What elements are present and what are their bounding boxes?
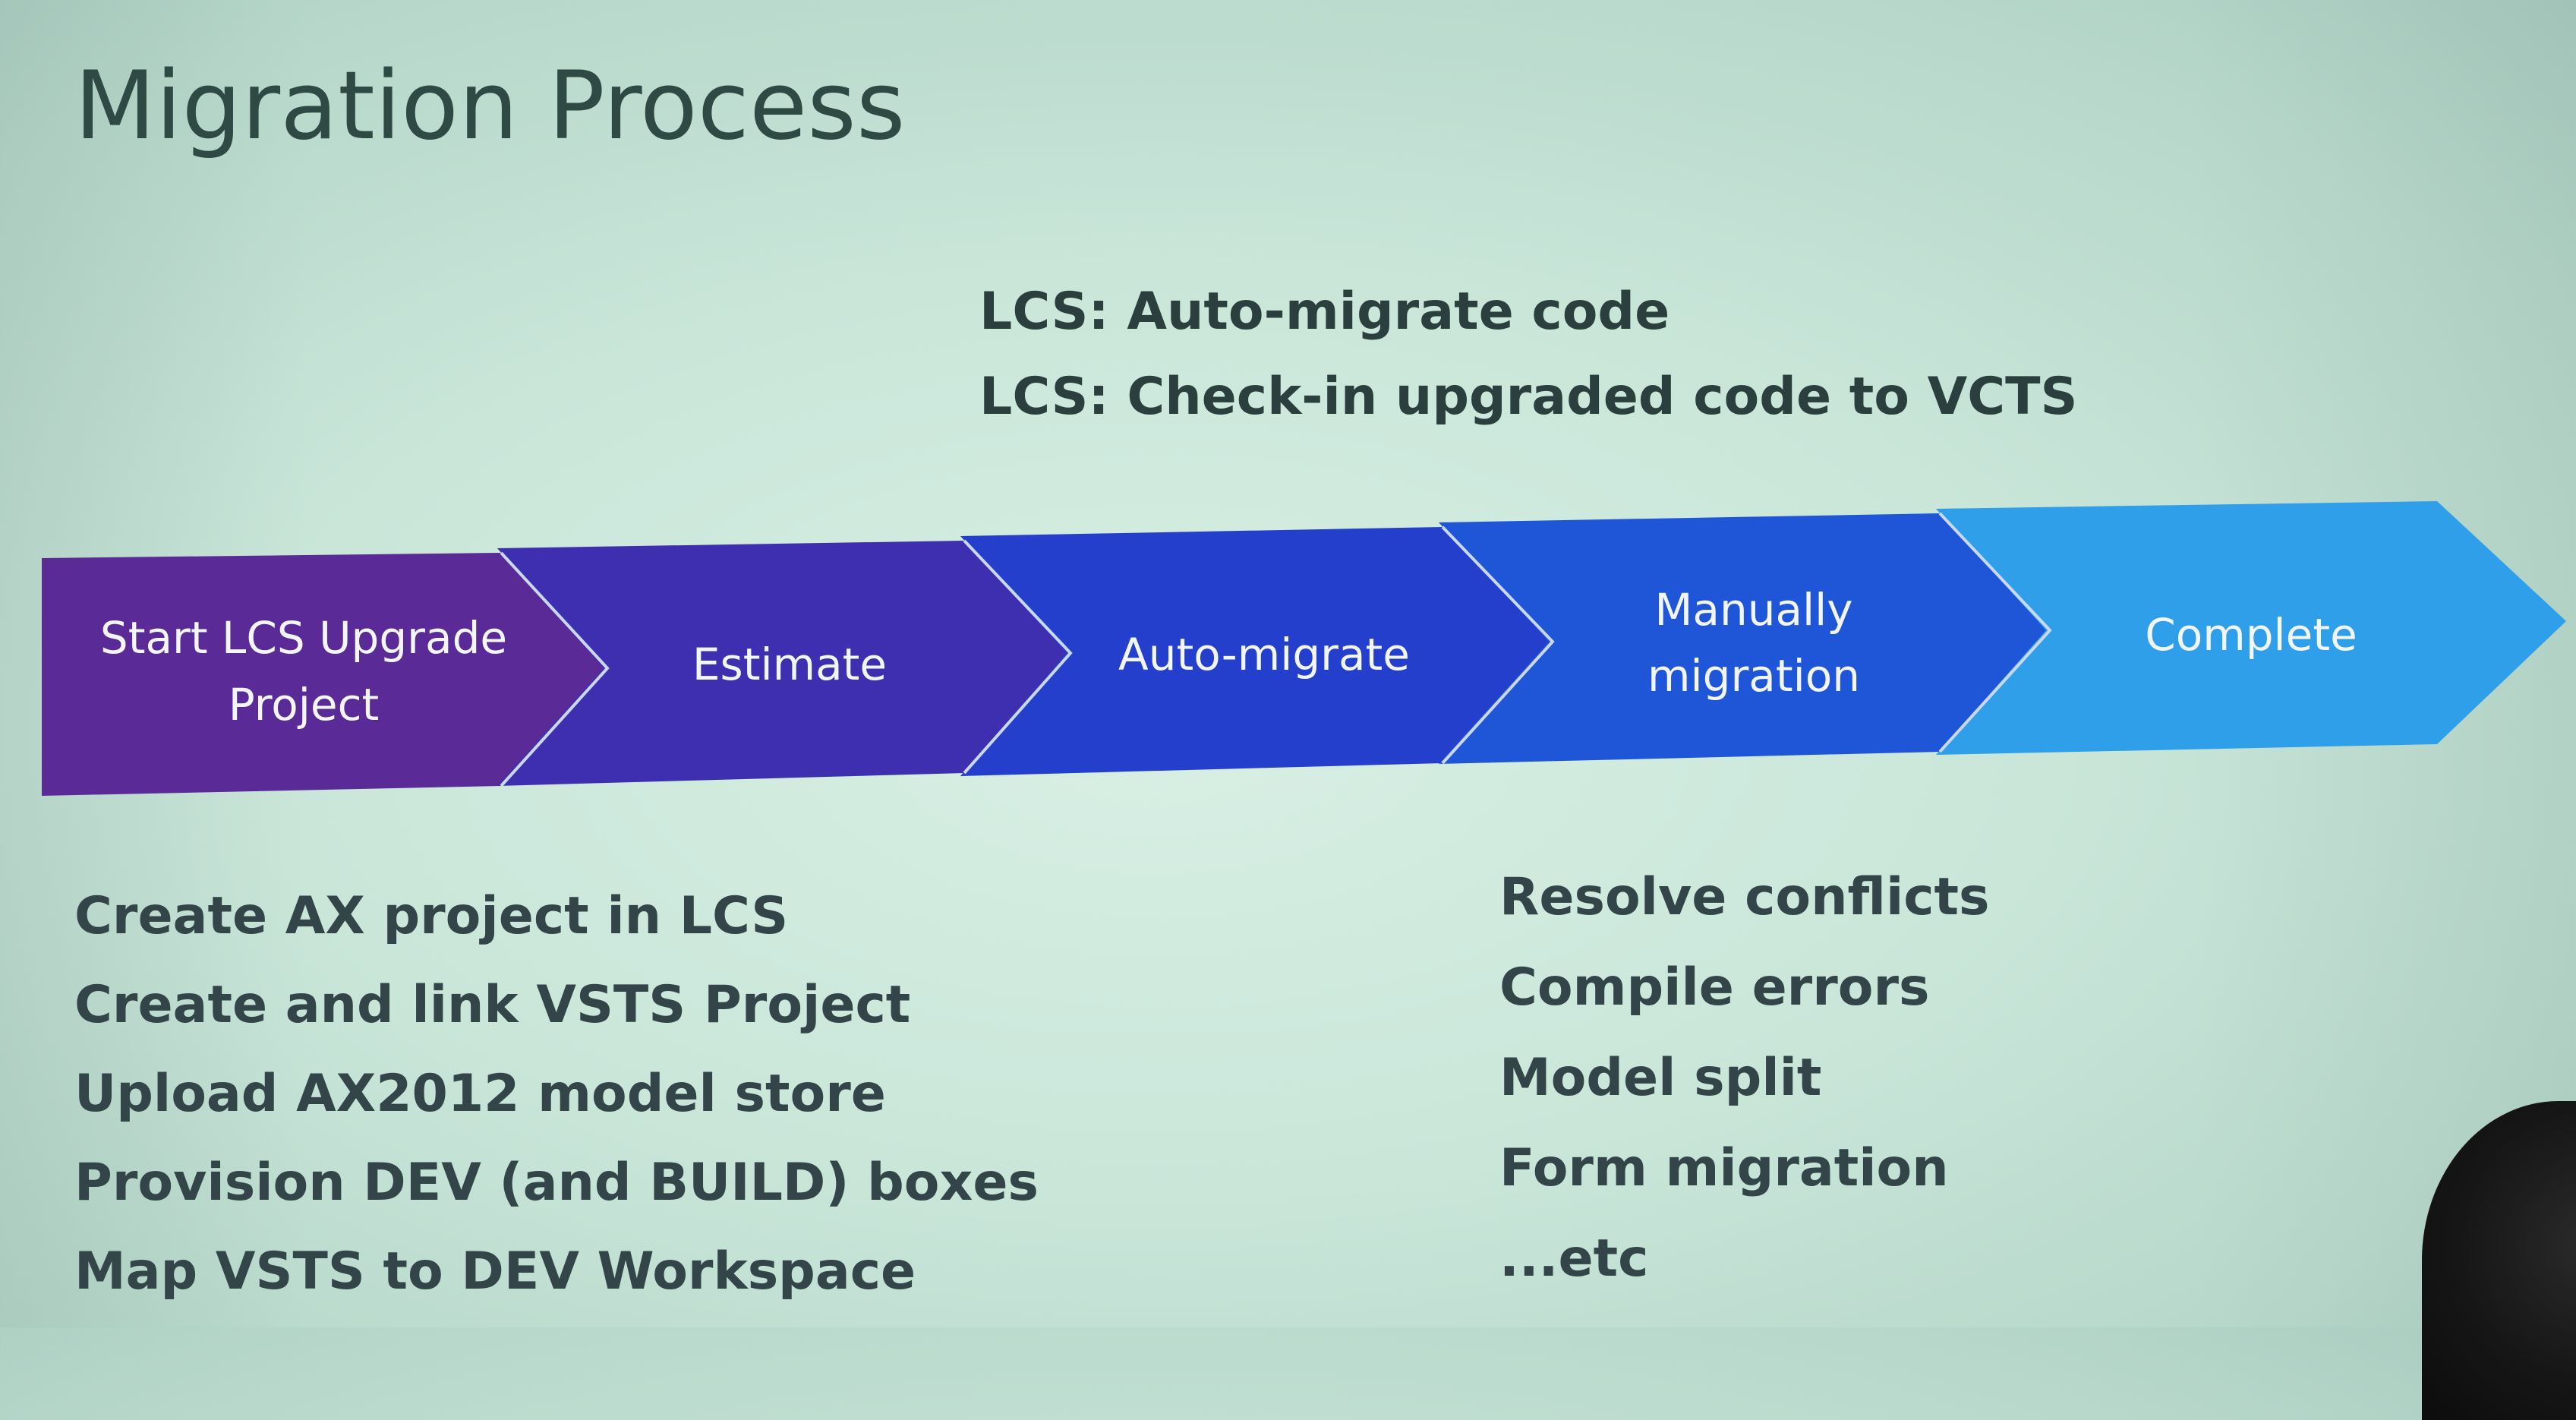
step-auto-migrate (960, 527, 1553, 776)
step-estimate (497, 541, 1070, 786)
right-list-item-3: Model split (1499, 1048, 1822, 1108)
right-list-item-4: Form migration (1499, 1138, 1949, 1198)
step-label-4-line-2: migration (1647, 650, 1860, 702)
left-list-item-5: Map VSTS to DEV Workspace (74, 1242, 916, 1302)
separator-3 (1441, 525, 1555, 765)
top-notes: LCS: Auto-migrate code LCS: Check-in upg… (979, 270, 2078, 440)
left-list-item-2: Create and link VSTS Project (74, 975, 911, 1035)
step-label-2: Estimate (692, 639, 887, 690)
right-task-list: Resolve conflicts Compile errors Model s… (1499, 852, 1990, 1304)
separator-1 (500, 551, 610, 787)
step-label-4-line-1: Manually (1654, 584, 1852, 636)
step-label-1-line-1: Start LCS Upgrade (100, 612, 507, 664)
left-list-item-4: Provision DEV (and BUILD) boxes (74, 1153, 1039, 1213)
left-list-item-1: Create AX project in LCS (74, 886, 789, 946)
top-note-2: LCS: Check-in upgraded code to VCTS (979, 367, 2078, 427)
separator-4 (1938, 512, 2052, 753)
step-label-5: Complete (2145, 609, 2357, 661)
left-task-list: Create AX project in LCS Create and link… (74, 872, 1039, 1316)
slide-title: Migration Process (74, 52, 906, 161)
process-arrow-chevrons: Start LCS Upgrade Project Estimate Auto-… (42, 501, 2566, 796)
step-label-1-line-2: Project (229, 679, 379, 731)
right-list-item-1: Resolve conflicts (1499, 867, 1990, 927)
step-manually-migration (1439, 513, 2050, 764)
top-note-1: LCS: Auto-migrate code (979, 282, 1670, 342)
step-complete (1936, 501, 2566, 755)
right-list-item-5: ...etc (1499, 1229, 1649, 1289)
separator-2 (963, 539, 1073, 775)
step-label-3: Auto-migrate (1118, 629, 1410, 680)
step-start-lcs-upgrade-project (42, 553, 607, 796)
left-list-item-3: Upload AX2012 model store (74, 1064, 886, 1124)
right-list-item-2: Compile errors (1499, 958, 1930, 1018)
